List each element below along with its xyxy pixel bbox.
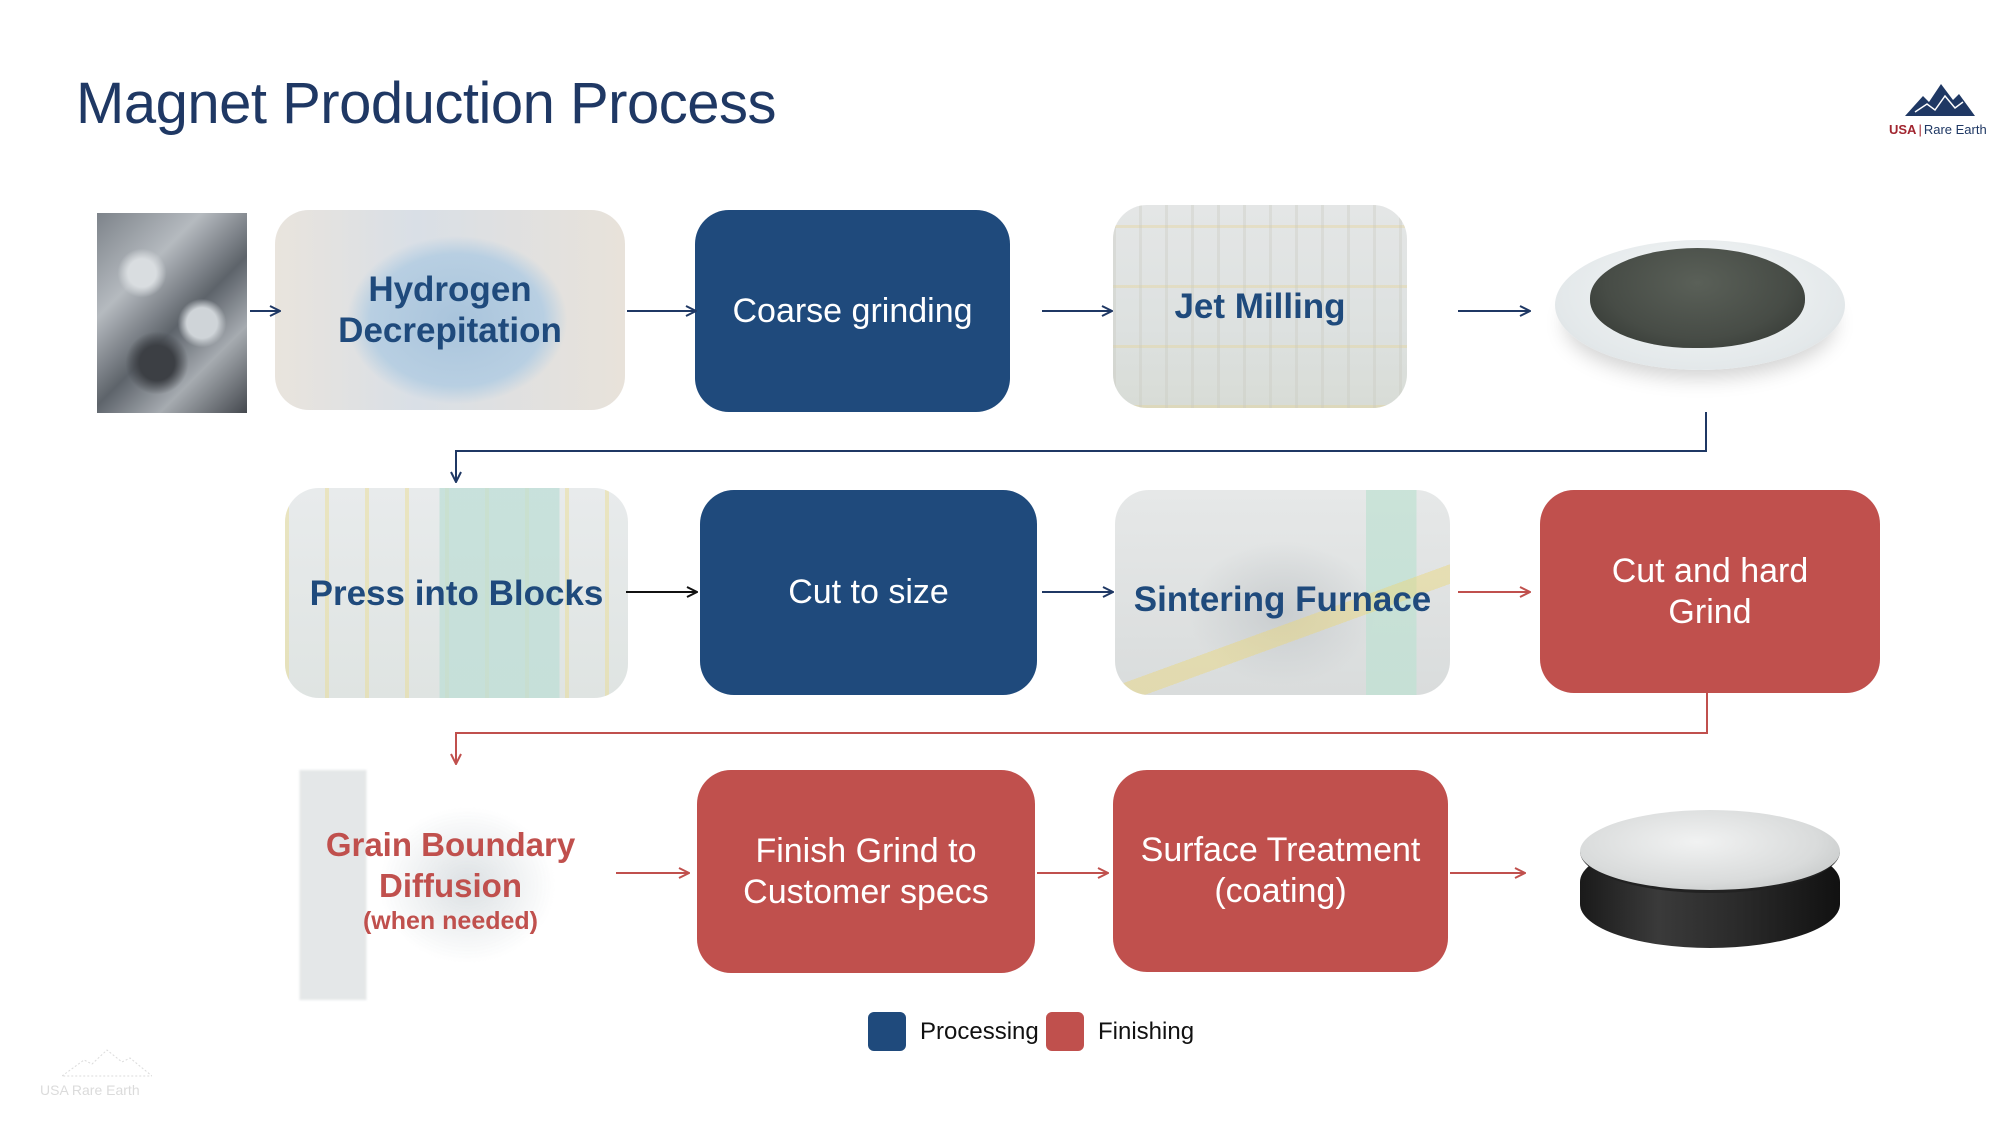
legend-swatch-processing [868,1012,906,1051]
gbd-label-sub: (when needed) [362,907,538,935]
legend-processing: Processing [868,1012,1039,1051]
step-hydrogen-decrepitation: Hydrogen Decrepitation [275,210,625,410]
step-finish-grind: Finish Grind to Customer specs [697,770,1035,973]
finish-grind-label-line2: Customer specs [743,872,989,911]
step-cut-to-size: Cut to size [700,490,1037,695]
diffusion-furnace-photo [283,770,618,1000]
legend-swatch-finishing [1046,1012,1084,1051]
cut-grind-label-line1: Cut and hard [1611,551,1809,590]
finish-grind-label-line1: Finish Grind to [755,831,977,870]
step-surface-treatment: Surface Treatment (coating) [1113,770,1448,972]
hydrogen-furnace-photo [275,210,625,410]
step-press-into-blocks: Press into Blocks [285,488,628,698]
sintering-furnace-photo [1115,490,1450,695]
connector-powder-to-press [456,412,1707,482]
gbd-label-line2: Diffusion [379,867,522,904]
coarse-grinding-label: Coarse grinding [732,291,973,330]
magnet-powder-bowl-image [1555,230,1845,405]
surface-label-line2: (coating) [1214,872,1347,910]
logo-usa-text: USA [1889,122,1917,137]
legend-label-processing: Processing [920,1017,1039,1045]
cut-grind-label-line2: Grind [1668,592,1752,631]
legend-finishing: Finishing [1046,1012,1194,1051]
step-cut-and-hard-grind: Cut and hard Grind [1540,490,1880,693]
sintering-label: Sintering Furnace [1133,580,1432,619]
gbd-label-line1: Grain Boundary [325,826,576,863]
step-jet-milling: Jet Milling [1113,205,1407,408]
finished-magnet-disc-image [1580,810,1840,950]
hydrogen-label-line2: Decrepitation [338,311,562,350]
jet-mill-photo [1113,205,1407,408]
mountain-logo-icon [1905,84,1975,116]
jet-milling-label: Jet Milling [1174,287,1346,326]
watermark-text: USA Rare Earth [40,1082,140,1098]
step-grain-boundary-diffusion: Grain Boundary Diffusion (when needed) [283,760,618,1000]
surface-label-line1: Surface Treatment [1140,831,1421,869]
step-coarse-grinding: Coarse grinding [695,210,1010,412]
connector-cutgrind-to-gbd [456,693,1708,764]
company-logo: USA|Rare Earth [1885,82,1995,144]
hydrogen-label-line1: Hydrogen [368,270,532,309]
legend-label-finishing: Finishing [1098,1017,1195,1045]
press-machine-photo [285,488,628,698]
logo-rare-earth-text: Rare Earth [1923,122,1987,137]
step-sintering-furnace: Sintering Furnace [1115,490,1450,695]
watermark-logo: USA Rare Earth [40,1048,180,1108]
cut-to-size-label: Cut to size [788,573,949,611]
watermark-mountain-icon [62,1049,152,1077]
press-label: Press into Blocks [309,573,604,613]
rare-earth-alloy-image [97,213,247,413]
page-title: Magnet Production Process [76,71,776,136]
